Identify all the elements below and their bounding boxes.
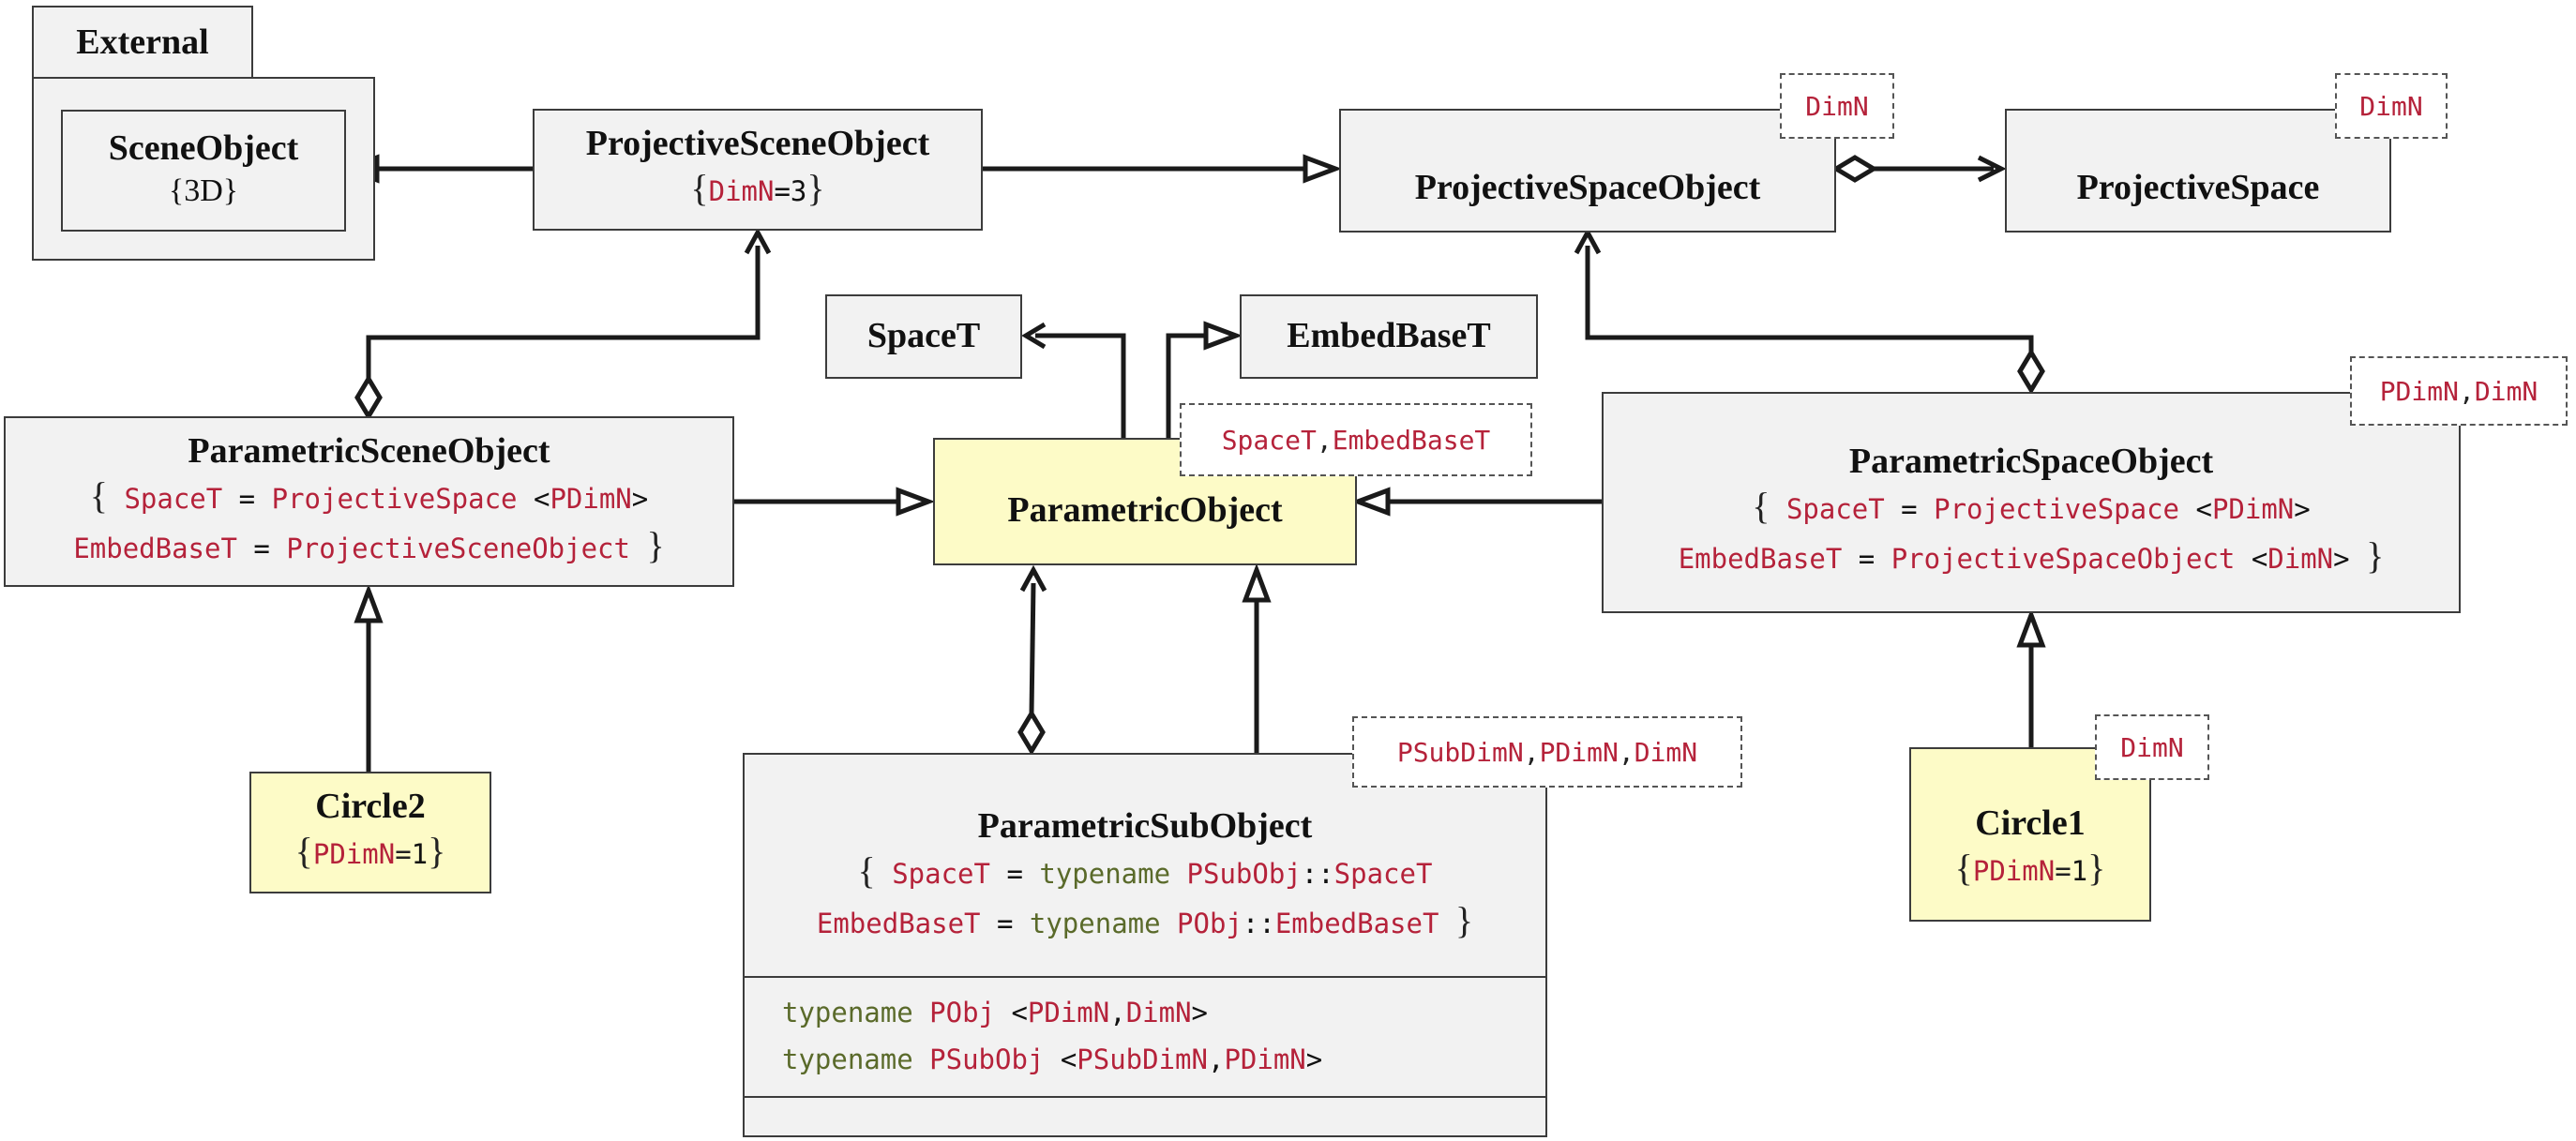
class-name: ProjectiveSpaceObject	[1414, 168, 1761, 208]
class-binding-1: { SpaceT = ProjectiveSpace <PDimN>	[89, 473, 649, 517]
class-projective-space-object: ProjectiveSpaceObject	[1339, 109, 1836, 233]
open-arrowhead	[1977, 155, 2007, 183]
class-subtitle: {3D}	[168, 173, 239, 208]
class-binding-2: EmbedBaseT = ProjectiveSceneObject }	[73, 523, 665, 566]
edge-paramsub-to-paramobj-agg	[1029, 582, 1036, 714]
class-attributes: typename PObj <PDimN,DimN> typename PSub…	[782, 989, 1322, 1083]
edge-paramscene-to-projscene	[366, 246, 761, 379]
class-binding: {PDimN=1}	[294, 829, 446, 872]
class-name: SpaceT	[866, 316, 981, 356]
edge-paramobj-to-spacet	[1035, 333, 1126, 438]
template-params: PDimN,DimN	[2350, 356, 2568, 426]
compartment-divider	[745, 976, 1545, 978]
aggregation-diamond	[354, 374, 383, 421]
template-params: DimN	[2335, 73, 2448, 139]
class-parametric-scene-object: ParametricSceneObject { SpaceT = Project…	[4, 416, 734, 587]
compartment-divider	[745, 1096, 1545, 1098]
class-name: ParametricObject	[1007, 490, 1283, 531]
hollow-arrowhead	[2016, 608, 2046, 648]
class-projective-space: ProjectiveSpace	[2005, 109, 2391, 233]
class-name: Circle1	[1975, 803, 2086, 844]
aggregation-diamond	[1017, 709, 1046, 756]
template-params: DimN	[1780, 73, 1894, 139]
hollow-arrowhead	[1350, 487, 1391, 517]
class-name: ParametricSubObject	[977, 806, 1313, 847]
edge-paramspace-to-projspaceobj	[1585, 246, 2034, 353]
class-parametric-sub-object: ParametricSubObject { SpaceT = typename …	[743, 753, 1547, 1137]
aggregation-diamond	[1831, 155, 1878, 183]
open-arrowhead	[1021, 322, 1047, 350]
hollow-arrowhead	[1203, 321, 1243, 351]
class-name: ProjectiveSpace	[2076, 168, 2320, 208]
class-space-t: SpaceT	[825, 294, 1022, 379]
class-binding-1: { SpaceT = ProjectiveSpace <PDimN>	[1752, 484, 2311, 527]
edge-paramobj-to-embedbaset	[1166, 333, 1206, 438]
template-params: SpaceT,EmbedBaseT	[1180, 403, 1532, 476]
open-arrowhead	[744, 227, 772, 255]
class-parametric-space-object: ParametricSpaceObject { SpaceT = Project…	[1602, 392, 2461, 613]
open-arrowhead	[1574, 227, 1602, 255]
package-tab: External	[32, 6, 253, 79]
class-binding-2: EmbedBaseT = typename PObj::EmbedBaseT }	[816, 898, 1474, 941]
hollow-arrowhead	[1303, 154, 1343, 184]
aggregation-diamond	[2017, 348, 2045, 395]
class-name: SceneObject	[108, 128, 299, 169]
class-name: ParametricSceneObject	[188, 431, 550, 472]
hollow-arrowhead	[896, 487, 936, 517]
class-name: Circle2	[315, 787, 426, 827]
class-circle2: Circle2 {PDimN=1}	[249, 772, 491, 893]
class-name: EmbedBaseT	[1287, 316, 1491, 356]
template-params: DimN	[2095, 714, 2209, 780]
class-binding: {PDimN=1}	[1954, 846, 2106, 889]
class-binding: {DimN=3}	[690, 166, 825, 209]
class-header: ParametricSubObject { SpaceT = typename …	[817, 755, 1473, 972]
class-binding-1: { SpaceT = typename PSubObj::SpaceT	[857, 848, 1433, 892]
hollow-arrowhead	[1242, 563, 1272, 603]
attribute-2: typename PSubObj <PSubDimN,PDimN>	[782, 1043, 1323, 1075]
class-name: ParametricSpaceObject	[1848, 442, 2214, 482]
class-name: ProjectiveSceneObject	[585, 124, 930, 164]
class-embed-base-t: EmbedBaseT	[1240, 294, 1538, 379]
class-projective-scene-object: ProjectiveSceneObject {DimN=3}	[533, 109, 983, 231]
attribute-1: typename PObj <PDimN,DimN>	[782, 997, 1209, 1028]
hollow-arrowhead	[354, 583, 384, 623]
template-params: PSubDimN,PDimN,DimN	[1352, 716, 1742, 788]
open-arrowhead	[1019, 564, 1047, 593]
scene-dim: 3D	[184, 173, 223, 208]
class-binding-2: EmbedBaseT = ProjectiveSpaceObject <DimN…	[1678, 533, 2385, 577]
package-name: External	[76, 23, 209, 62]
class-scene-object: SceneObject {3D}	[61, 110, 346, 232]
